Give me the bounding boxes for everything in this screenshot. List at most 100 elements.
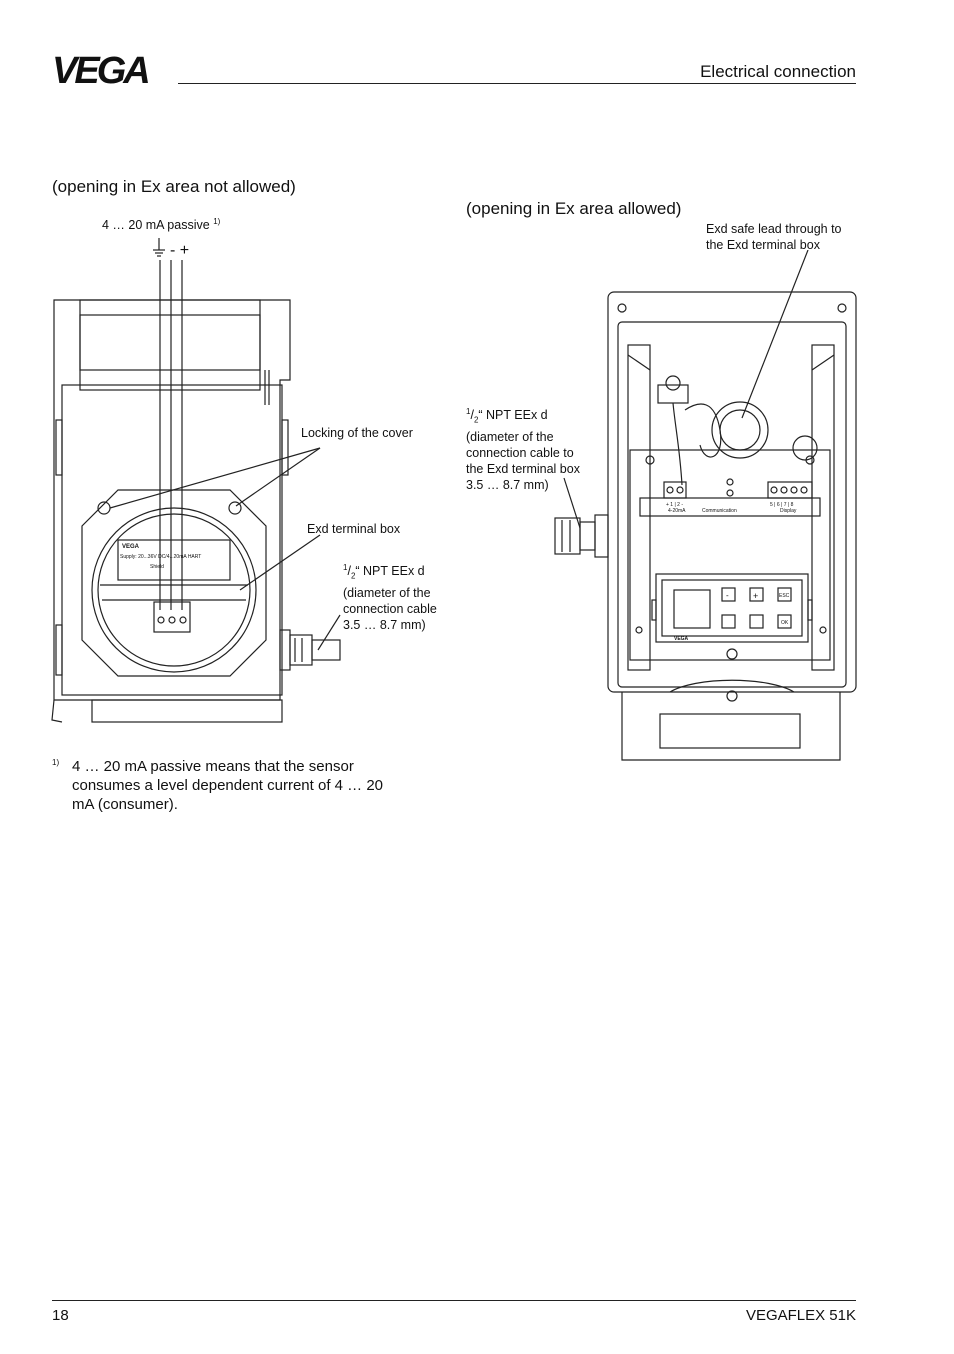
housing-base bbox=[91, 699, 283, 723]
gland-body-right bbox=[554, 517, 581, 555]
housing-screw-tr bbox=[837, 303, 847, 313]
display-lcd bbox=[673, 589, 711, 629]
npt-left-line-1: 1/2“ NPT EEx d bbox=[343, 563, 425, 581]
footnote-mark: 1) bbox=[52, 758, 60, 767]
leader-terminal-box bbox=[239, 534, 321, 591]
lead-through-cap bbox=[665, 375, 681, 391]
lead-line-1: Exd safe lead through to bbox=[706, 222, 842, 236]
gland-nut bbox=[311, 639, 341, 661]
leader-lead-through bbox=[741, 250, 809, 419]
terminal-screw-2 bbox=[168, 616, 176, 624]
terminal-box-cover bbox=[91, 507, 257, 673]
terminal-box-cover-inner bbox=[97, 513, 251, 667]
npt-right-text-0: “ NPT EEx d bbox=[478, 408, 548, 423]
leader-npt-right bbox=[563, 477, 581, 529]
right-housing-drawing: + 1 | 2 - 4-20mA Communication 5 | 6 | 7… bbox=[554, 250, 857, 761]
key-ok bbox=[777, 614, 792, 629]
housing-inner-right bbox=[617, 321, 847, 688]
ground-screw bbox=[51, 699, 63, 723]
housing-rail-right bbox=[811, 344, 835, 671]
vega-logo-mark: VEGA bbox=[52, 50, 151, 92]
label-exd-terminal-box: Exd terminal box bbox=[307, 522, 401, 536]
section-title: Electrical connection bbox=[700, 62, 856, 81]
label-npt-left: 1/2“ NPT EEx d (diameter of the connecti… bbox=[343, 560, 453, 633]
label-npt-right: 1/2“ NPT EEx d (diameter of the connecti… bbox=[466, 404, 601, 493]
gland-body bbox=[289, 634, 313, 666]
leader-locking-1 bbox=[109, 447, 321, 509]
label-exd-lead-through: Exd safe lead through to the Exd termina… bbox=[706, 221, 842, 253]
header-rule bbox=[178, 83, 856, 84]
display-brand: VEGA bbox=[674, 636, 689, 642]
key-esc-label: ESC bbox=[779, 593, 790, 599]
leader-locking-2 bbox=[235, 447, 321, 507]
housing-side-tab-left bbox=[55, 419, 63, 476]
terminal-block bbox=[153, 601, 191, 633]
npt-right-num: 1 bbox=[466, 407, 471, 416]
terminal-row-b: 5 | 6 | 7 | 8 bbox=[770, 502, 794, 508]
key-ok-label: OK bbox=[781, 620, 789, 626]
terminal-box-flange bbox=[81, 489, 267, 677]
label-locking-cover: Locking of the cover bbox=[301, 426, 413, 440]
vega-logo-text: VEGA bbox=[52, 52, 148, 88]
npt-right-text-3: the Exd terminal box bbox=[466, 461, 580, 476]
cable-coil bbox=[711, 401, 769, 459]
right-figure-heading: (opening in Ex area allowed) bbox=[466, 199, 682, 218]
housing-cover-recess bbox=[79, 314, 261, 371]
comm-socket-1 bbox=[726, 478, 734, 486]
gland-flange-right bbox=[594, 514, 609, 558]
terminal-comm: Communication bbox=[702, 508, 737, 514]
terminal-row-a: + 1 | 2 - bbox=[666, 502, 683, 508]
signal-label: 4 … 20 mA passive 1) bbox=[102, 214, 220, 233]
housing-label-plate bbox=[659, 713, 801, 749]
housing-bottom-arc bbox=[669, 679, 795, 693]
left-figure-heading: (opening in Ex area not allowed) bbox=[52, 177, 296, 196]
board-screw-bottom bbox=[726, 648, 738, 660]
housing-screw-tl bbox=[617, 303, 627, 313]
gland-nut-right bbox=[579, 521, 596, 551]
signal-footnote-ref: 1) bbox=[213, 217, 221, 226]
terminal-sub-a: 4-20mA bbox=[668, 508, 686, 514]
type-plate-brand: VEGA bbox=[122, 544, 140, 550]
key-right bbox=[749, 614, 764, 629]
type-plate bbox=[117, 539, 231, 581]
key-minus bbox=[721, 587, 736, 602]
npt-left-text-2: connection cable bbox=[343, 601, 437, 616]
vega-logo: VEGA bbox=[52, 50, 168, 93]
terminal-screw-3 bbox=[179, 616, 187, 624]
ground-icon bbox=[153, 238, 165, 257]
key-plus bbox=[749, 587, 764, 602]
housing-body bbox=[61, 384, 283, 696]
left-housing-drawing: - + VEGA Supply: 20...36V DC/4...20mA HA… bbox=[51, 238, 341, 723]
housing-side-tab-right bbox=[281, 419, 289, 476]
npt-right-line-1: 1/2“ NPT EEx d bbox=[466, 407, 548, 425]
npt-right-text-4: 3.5 … 8.7 mm) bbox=[466, 477, 549, 492]
key-left bbox=[721, 614, 736, 629]
housing-foot bbox=[621, 692, 841, 761]
cable-1 bbox=[672, 402, 683, 486]
housing-rail-left bbox=[627, 344, 651, 671]
electronics-board bbox=[629, 449, 831, 661]
lead-through-nut bbox=[657, 384, 689, 404]
terminal-block-a bbox=[663, 481, 687, 499]
housing-top-cap bbox=[79, 299, 261, 391]
lead-line-2: the Exd terminal box bbox=[706, 238, 820, 252]
page-number: 18 bbox=[52, 1307, 69, 1324]
npt-right-den: 2 bbox=[473, 415, 479, 425]
npt-left-text-3: 3.5 … 8.7 mm) bbox=[343, 617, 426, 632]
display-module bbox=[655, 573, 809, 643]
key-minus-label: - bbox=[726, 591, 729, 600]
npt-left-den: 2 bbox=[350, 571, 356, 581]
footer-rule bbox=[52, 1300, 856, 1301]
housing-side-tab-lower-left bbox=[55, 624, 63, 676]
key-plus-label: + bbox=[753, 591, 758, 601]
signal-label-text: 4 … 20 mA passive bbox=[102, 218, 210, 233]
key-esc bbox=[777, 587, 792, 602]
product-name: VEGAFLEX 51K bbox=[745, 1307, 856, 1324]
cable-2 bbox=[684, 403, 722, 458]
npt-right-text-1: (diameter of the bbox=[466, 429, 554, 444]
housing-outline bbox=[53, 299, 291, 701]
npt-left-text-1: (diameter of the bbox=[343, 585, 431, 600]
footnote-text: 4 … 20 mA passive means that the sensor … bbox=[72, 758, 384, 813]
polarity-label: - + bbox=[170, 242, 189, 259]
terminal-screw-1 bbox=[157, 616, 165, 624]
